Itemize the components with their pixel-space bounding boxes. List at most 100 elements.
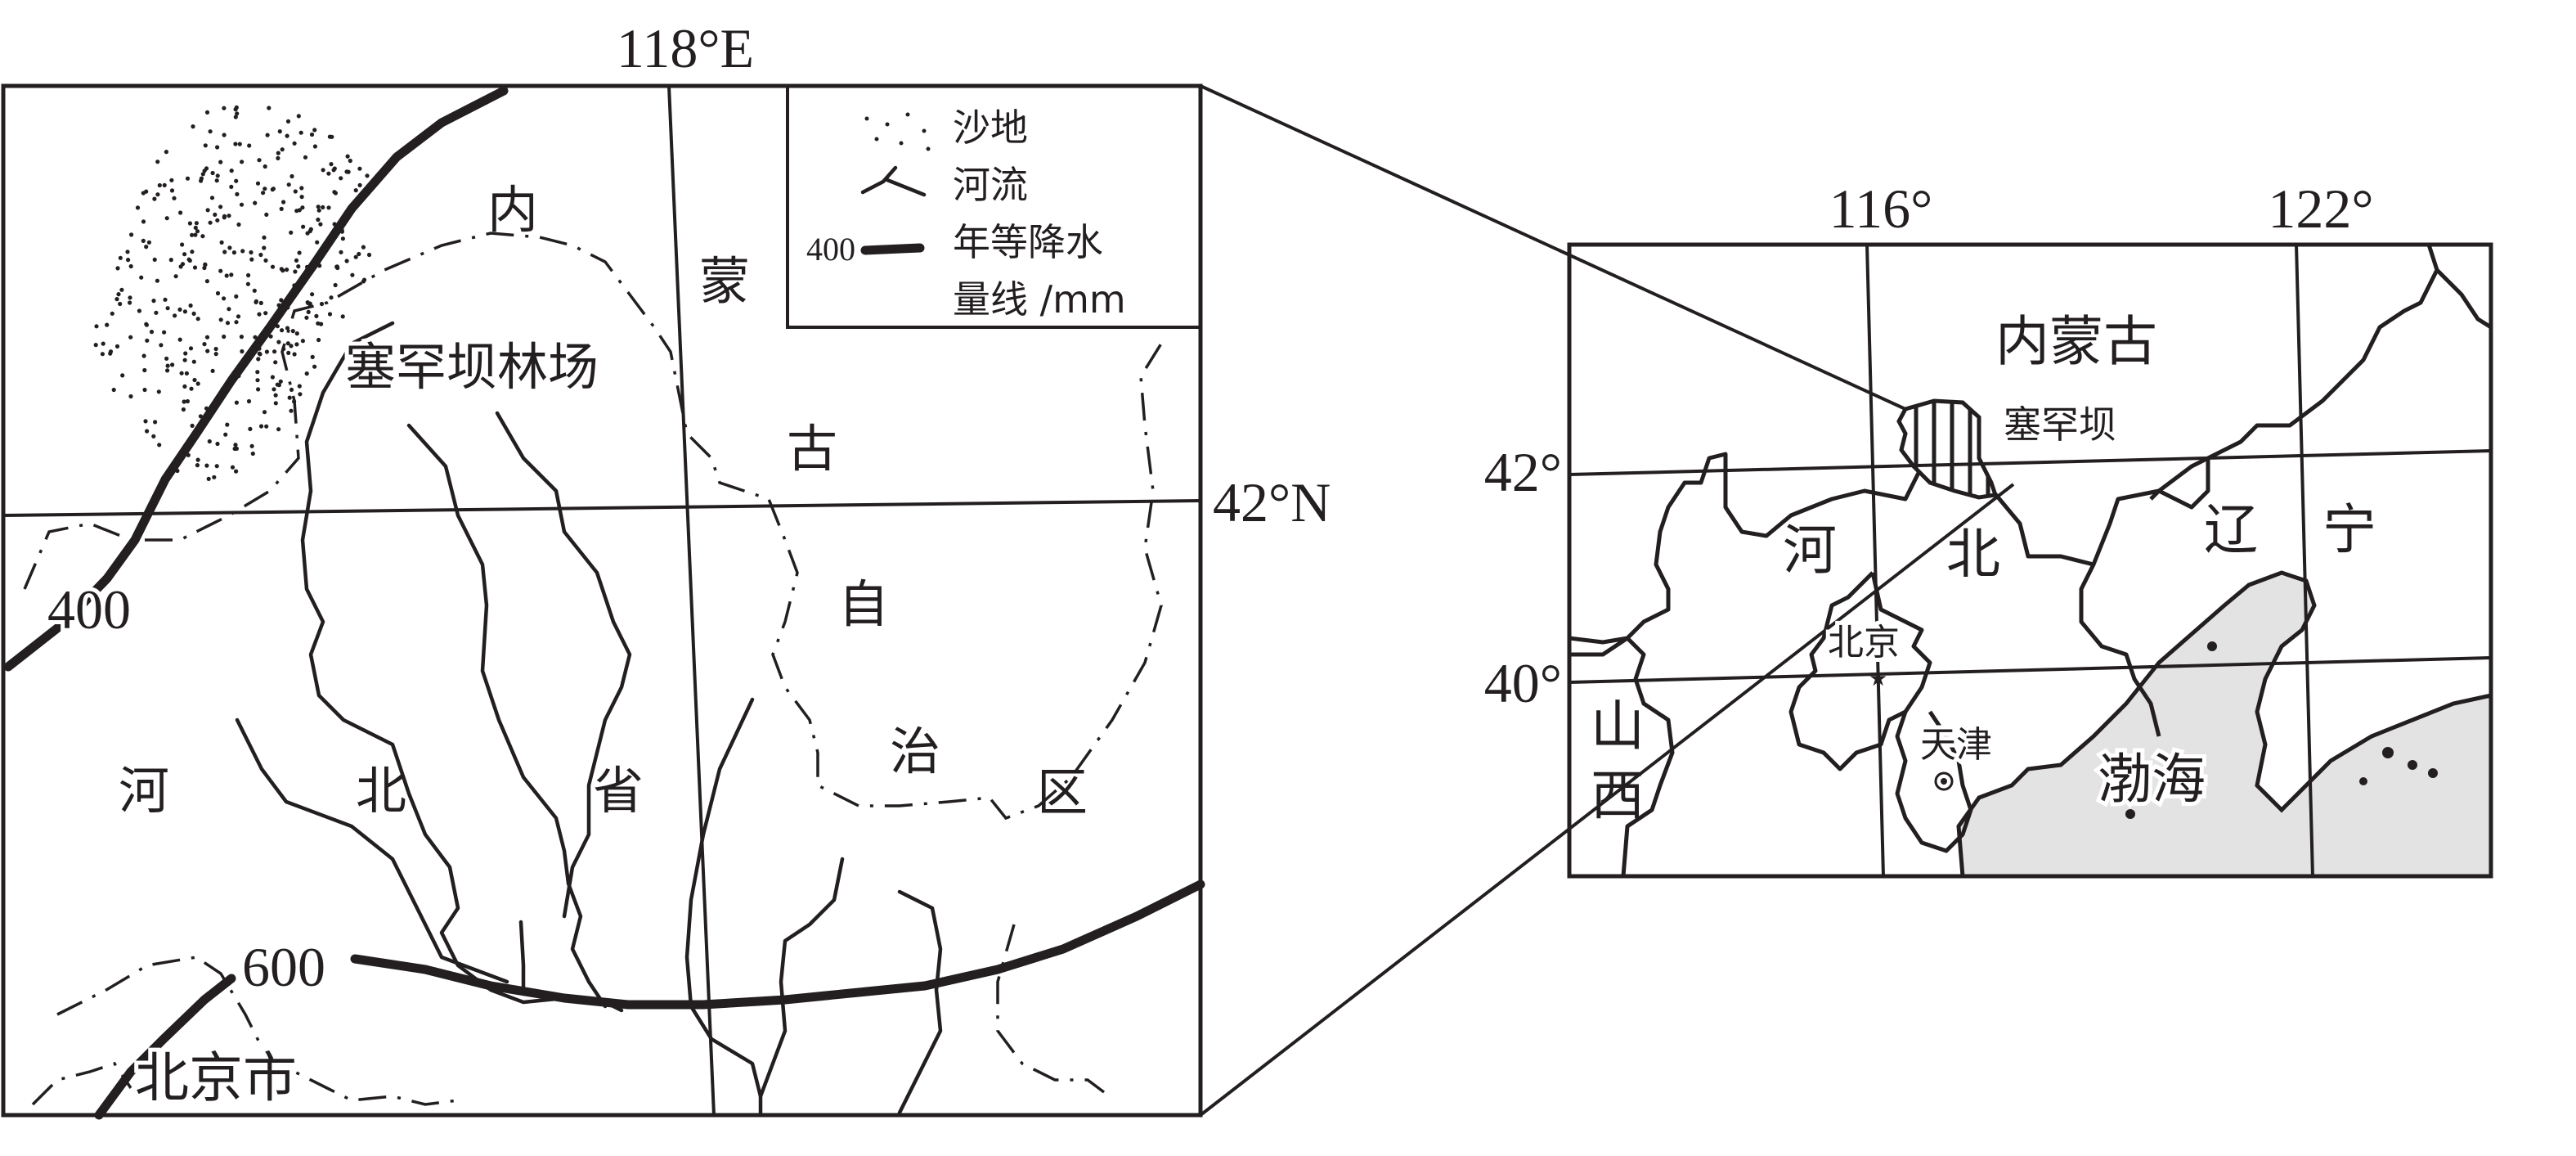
sand-dot	[258, 424, 264, 429]
isohyet-600-line	[350, 879, 1205, 1010]
sand-dot	[357, 251, 361, 257]
liaoning-northern-border-2	[2435, 268, 2493, 330]
sand-dot	[190, 250, 195, 254]
sand-dot	[202, 265, 207, 271]
sand-dot	[275, 382, 280, 387]
isohyet-600-label: 600	[242, 936, 325, 998]
label-bohai: 渤海	[2098, 748, 2206, 811]
sand-dot	[155, 278, 159, 283]
sand-dot	[184, 371, 189, 376]
legend-isohyet-label-2: 量线 /mm	[953, 277, 1126, 322]
sand-dot	[165, 363, 170, 368]
meridian-118e	[667, 85, 716, 1116]
sand-dot	[248, 426, 253, 432]
sand-dot	[119, 287, 124, 292]
sand-dot	[195, 381, 200, 386]
sand-dot	[191, 311, 196, 316]
sand-dot	[195, 457, 200, 462]
sand-dot	[312, 364, 317, 369]
sand-dot	[144, 322, 149, 326]
sand-dot	[157, 182, 162, 188]
sand-dot	[204, 463, 209, 468]
sand-dot	[290, 329, 295, 334]
river	[897, 889, 943, 1115]
sand-dot	[298, 130, 303, 135]
sand-dot	[262, 235, 267, 240]
sand-dot	[257, 351, 262, 356]
sand-dot	[151, 434, 156, 439]
sand-dot	[229, 272, 234, 277]
sand-dot	[294, 342, 299, 347]
sand-dot	[272, 349, 277, 354]
sand-dot	[180, 262, 186, 267]
sand-dot	[139, 275, 144, 280]
lon-label-116: 116°	[1829, 178, 1933, 240]
sand-dot	[212, 475, 217, 479]
sand-dot	[316, 205, 321, 209]
sand-dot	[321, 168, 325, 173]
sand-dot	[344, 169, 349, 174]
sand-dot	[115, 266, 120, 271]
sand-dot	[205, 349, 210, 353]
lon-label-122: 122°	[2268, 178, 2373, 240]
hebei-outline	[1568, 452, 2210, 645]
sand-dot	[218, 268, 223, 273]
isohyet-400-label: 400	[47, 578, 131, 641]
sand-dot	[218, 160, 223, 164]
sand-dot	[285, 268, 289, 272]
sand-dot	[246, 398, 252, 404]
sand-dot	[222, 296, 227, 301]
isohyet-legend-icon	[860, 243, 925, 255]
sand-dot	[264, 212, 269, 217]
sand-dot	[237, 142, 242, 146]
sand-dot	[227, 214, 231, 218]
sand-dot	[218, 205, 223, 209]
sand-dot	[129, 232, 134, 237]
sand-dot	[190, 232, 195, 237]
sand-dot	[101, 341, 105, 346]
label-nei: 内	[487, 180, 538, 240]
sand-dot	[182, 309, 187, 314]
sand-dot	[297, 250, 302, 255]
sand-dot	[157, 443, 162, 448]
sand-dot	[316, 337, 321, 343]
sand-dot	[289, 230, 294, 235]
sand-dot	[165, 306, 170, 311]
sand-dot	[345, 154, 350, 159]
meridian-122	[2295, 244, 2314, 877]
sand-dot	[285, 341, 290, 346]
sand-dot	[257, 158, 262, 163]
sand-dot	[199, 176, 204, 181]
sand-dot	[141, 238, 146, 243]
islands	[2125, 641, 2438, 819]
sand-dot	[357, 166, 362, 171]
sand-dot	[164, 216, 169, 221]
sand-dot	[111, 387, 116, 393]
sand-dot	[181, 407, 186, 412]
tianjin-outline	[1895, 710, 1973, 853]
sand-dot	[222, 106, 227, 110]
river	[518, 920, 526, 996]
sand-dot	[258, 252, 263, 258]
sand-dot	[297, 208, 302, 213]
meridian-label: 118°E	[617, 17, 754, 79]
label-sheng: 省	[593, 761, 644, 821]
sand-dot	[236, 314, 241, 319]
sand-dot	[172, 196, 177, 200]
sand-dot	[296, 114, 301, 119]
sand-dot	[334, 264, 339, 269]
beijing-boundary-west	[31, 1061, 132, 1106]
sand-dot	[304, 371, 309, 376]
meridian-116	[1865, 244, 1885, 877]
sand-dot	[264, 424, 269, 429]
locator-map: 116° 122° 42° 40° 内蒙古 塞罕坝 河 北 辽 宁 北京 ★ 天…	[1484, 178, 2493, 879]
isohyet-600-line-left	[94, 974, 236, 1120]
sand-dot	[233, 107, 238, 112]
liaoning-northern-border	[2149, 244, 2439, 501]
sand-dot	[214, 178, 219, 183]
sand-dot	[292, 352, 297, 357]
sand-dot	[208, 129, 213, 134]
sand-dot	[207, 439, 212, 444]
sand-dot	[222, 133, 227, 137]
sand-dot	[279, 206, 284, 211]
